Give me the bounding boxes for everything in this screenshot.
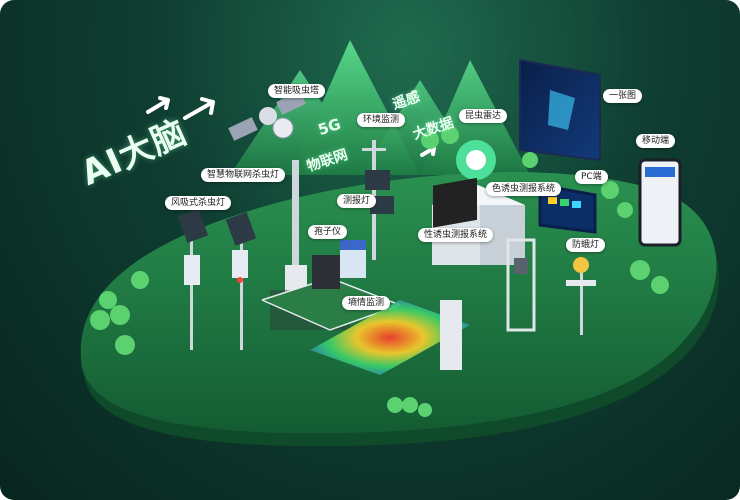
pc-screen (538, 183, 597, 234)
insect-lamps (177, 209, 257, 350)
label-insect-radar[interactable]: 昆虫雷达 (459, 109, 508, 123)
label-spore[interactable]: 孢子仪 (308, 225, 348, 239)
label-mobile[interactable]: 移动端 (636, 134, 676, 148)
label-pheromone[interactable]: 性诱虫测报系统 (418, 228, 494, 242)
label-pc[interactable]: PC端 (575, 170, 608, 184)
mobile-screen (638, 158, 682, 247)
pheromone-trap (433, 177, 477, 370)
color-lure-pole (506, 238, 536, 332)
label-forecast-lamp[interactable]: 测报灯 (337, 194, 377, 208)
trees (90, 126, 669, 417)
label-wind-lamp[interactable]: 风吸式杀虫灯 (165, 196, 232, 210)
label-color-lure[interactable]: 色诱虫测报系统 (486, 182, 562, 196)
one-map-screen (519, 58, 601, 162)
soil-heatmap (310, 300, 470, 375)
label-env-monitor[interactable]: 环境监测 (357, 113, 406, 127)
label-one-map[interactable]: 一张图 (603, 89, 643, 103)
moth-lamp (566, 257, 596, 335)
label-iot-lamp[interactable]: 智慧物联网杀虫灯 (201, 168, 286, 182)
label-moth-lamp[interactable]: 防蛾灯 (566, 238, 606, 252)
label-soil[interactable]: 墒情监测 (342, 296, 391, 310)
label-smart-tower[interactable]: 智能吸虫塔 (268, 84, 326, 98)
spore-device (312, 240, 366, 289)
